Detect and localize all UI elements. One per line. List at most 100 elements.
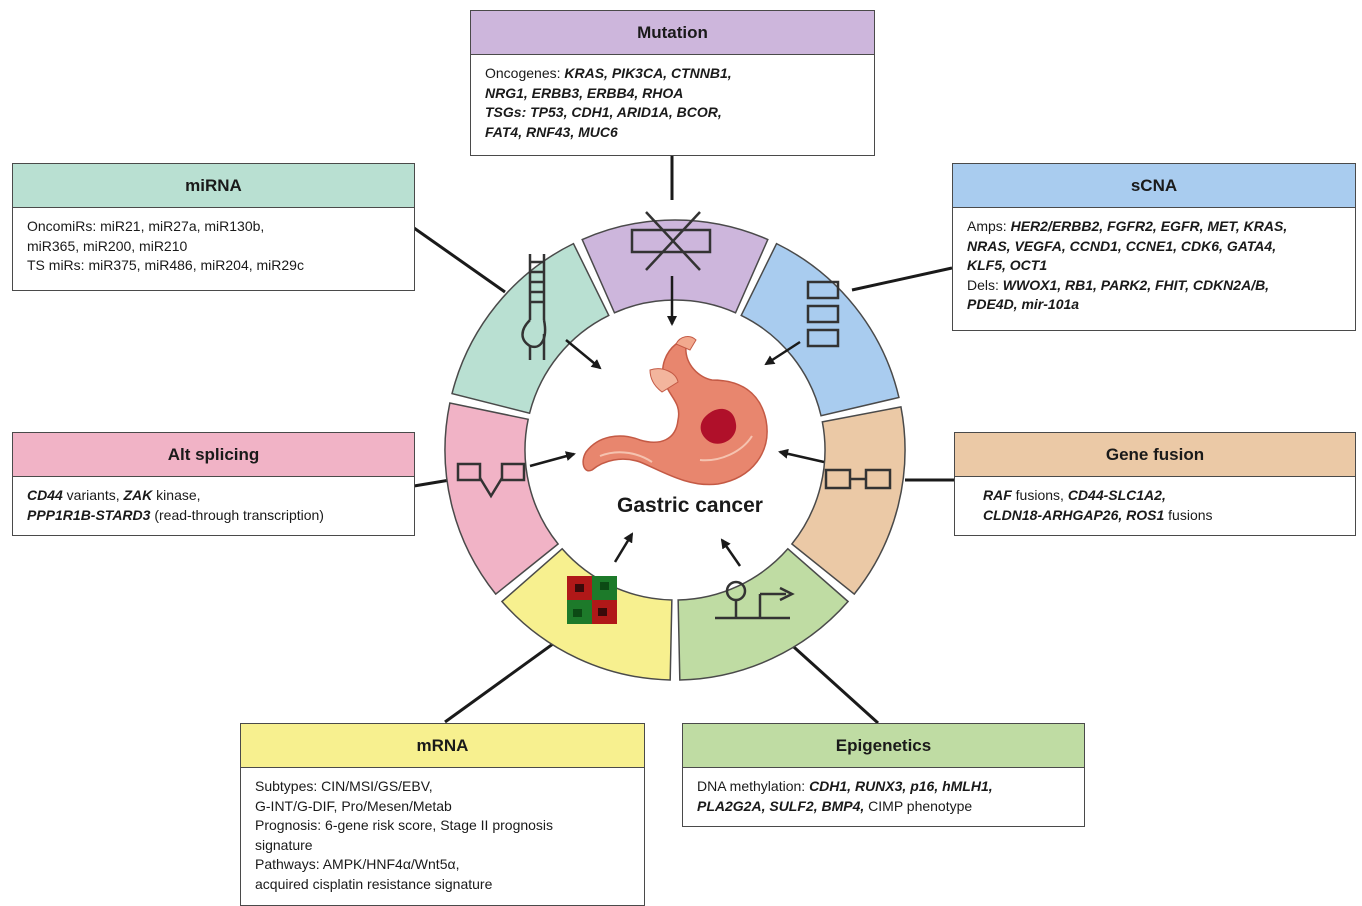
text-segment: (read-through transcription) xyxy=(150,506,324,523)
text-line: signature xyxy=(255,836,630,856)
text-segment: RAF xyxy=(983,487,1012,503)
text-segment: kinase, xyxy=(152,487,201,503)
text-line: NRG1, ERBB3, ERBB4, RHOA xyxy=(485,84,860,104)
text-line: PPP1R1B-STARD3 (read-through transcripti… xyxy=(27,506,400,526)
text-segment: TS miRs: miR375, miR486, miR204, miR29c xyxy=(27,257,304,273)
text-segment: CD44 xyxy=(27,487,63,503)
arrow-epigenetics xyxy=(720,538,742,567)
text-segment: PPP1R1B-STARD3 xyxy=(27,506,151,523)
text-line: acquired cisplatin resistance signature xyxy=(255,875,630,895)
mirna-box: miRNA OncomiRs: miR21, miR27a, miR130b, m… xyxy=(12,163,415,291)
text-segment: fusions xyxy=(1164,506,1213,523)
text-line: Pathways: AMPK/HNF4α/Wnt5α, xyxy=(255,855,630,875)
arrow-gene-fusion xyxy=(778,448,825,464)
text-segment: KLF5, OCT1 xyxy=(967,257,1048,273)
ring-segment-mutation xyxy=(581,219,769,314)
text-segment: Dels: xyxy=(967,276,1003,293)
text-line: DNA methylation: CDH1, RUNX3, p16, hMLH1… xyxy=(697,777,1070,797)
mirna-box-body: OncomiRs: miR21, miR27a, miR130b, miR365,… xyxy=(13,208,414,284)
text-line: Subtypes: CIN/MSI/GS/EBV, xyxy=(255,777,630,797)
arrow-alt-splicing xyxy=(529,451,576,468)
text-segment: fusions, xyxy=(1011,487,1068,503)
text-segment: CD44-SLC1A2, xyxy=(1067,487,1166,503)
text-segment: KRAS, PIK3CA, CTNNB1, xyxy=(564,65,732,81)
mrna-box: mRNA Subtypes: CIN/MSI/GS/EBV, G-INT/G-DI… xyxy=(240,723,645,906)
epigenetics-box-body: DNA methylation: CDH1, RUNX3, p16, hMLH1… xyxy=(683,768,1084,824)
text-line: G-INT/G-DIF, Pro/Mesen/Metab xyxy=(255,797,630,817)
ring-segment-mirna xyxy=(451,242,610,415)
text-segment: G-INT/G-DIF, Pro/Mesen/Metab xyxy=(255,797,452,814)
text-segment: TSGs: TP53, CDH1, ARID1A, BCOR, xyxy=(485,104,722,120)
text-line: KLF5, OCT1 xyxy=(967,256,1341,276)
text-line: Prognosis: 6-gene risk score, Stage II p… xyxy=(255,816,630,836)
text-line: TS miRs: miR375, miR486, miR204, miR29c xyxy=(27,256,400,276)
text-line: FAT4, RNF43, MUC6 xyxy=(485,123,860,143)
text-segment: Amps: xyxy=(967,218,1011,234)
text-line: Amps: HER2/ERBB2, FGFR2, EGFR, MET, KRAS… xyxy=(967,217,1341,237)
stomach-illustration xyxy=(582,336,768,486)
epigenetics-box-title: Epigenetics xyxy=(683,724,1084,768)
text-segment: Pathways: AMPK/HNF4α/Wnt5α, xyxy=(255,856,460,872)
text-line: Oncogenes: KRAS, PIK3CA, CTNNB1, xyxy=(485,64,860,84)
mrna-box-title: mRNA xyxy=(241,724,644,768)
expression-heatmap-icon xyxy=(567,576,617,624)
text-line: NRAS, VEGFA, CCND1, CCNE1, CDK6, GATA4, xyxy=(967,237,1341,257)
text-segment: NRAS, VEGFA, CCND1, CCNE1, CDK6, GATA4, xyxy=(967,237,1277,254)
mutation-icon xyxy=(630,211,712,271)
text-line: CD44 variants, ZAK kinase, xyxy=(27,486,400,506)
alt-splicing-box: Alt splicing CD44 variants, ZAK kinase,P… xyxy=(12,432,415,536)
text-segment: CDH1, RUNX3, p16, hMLH1, xyxy=(809,778,993,794)
gene-fusion-box-body: RAF fusions, CD44-SLC1A2,CLDN18-ARHGAP26… xyxy=(955,477,1355,533)
text-segment: Prognosis: 6-gene risk score, Stage II p… xyxy=(255,817,554,833)
text-line: miR365, miR200, miR210 xyxy=(27,237,400,257)
text-segment: OncomiRs: miR21, miR27a, miR130b, xyxy=(27,218,265,234)
arrow-mrna xyxy=(613,532,634,563)
connector-scna xyxy=(851,266,953,292)
text-segment: NRG1, ERBB3, ERBB4, RHOA xyxy=(485,84,684,101)
scna-box-title: sCNA xyxy=(953,164,1355,208)
ring-segment-epigenetics xyxy=(677,547,850,681)
arrows xyxy=(529,276,825,567)
mrna-box-body: Subtypes: CIN/MSI/GS/EBV, G-INT/G-DIF, Pr… xyxy=(241,768,644,902)
arrow-scna xyxy=(764,340,801,366)
text-segment: PDE4D, mir-101a xyxy=(967,296,1080,312)
text-segment: acquired cisplatin resistance signature xyxy=(255,875,493,892)
text-segment: PLA2G2A, SULF2, BMP4, xyxy=(697,797,865,814)
text-segment: HER2/ERBB2, FGFR2, EGFR, MET, KRAS, xyxy=(1010,218,1288,234)
mutation-box-title: Mutation xyxy=(471,11,874,55)
text-segment: FAT4, RNF43, MUC6 xyxy=(485,123,618,140)
epigenetics-box: Epigenetics DNA methylation: CDH1, RUNX3… xyxy=(682,723,1085,827)
text-segment: miR365, miR200, miR210 xyxy=(27,237,188,254)
gene-fusion-icon xyxy=(824,468,892,490)
alt-splicing-box-title: Alt splicing xyxy=(13,433,414,477)
text-segment: WWOX1, RB1, PARK2, FHIT, CDKN2A/B, xyxy=(1002,276,1270,293)
mirna-hairpin-icon xyxy=(521,254,547,360)
scna-box: sCNA Amps: HER2/ERBB2, FGFR2, EGFR, MET,… xyxy=(952,163,1356,331)
text-segment: variants, xyxy=(62,487,124,503)
splicing-icon xyxy=(456,462,526,499)
text-segment: Subtypes: CIN/MSI/GS/EBV, xyxy=(255,778,433,794)
gene-fusion-box-title: Gene fusion xyxy=(955,433,1355,477)
mutation-box-body: Oncogenes: KRAS, PIK3CA, CTNNB1,NRG1, ER… xyxy=(471,55,874,150)
text-line: PLA2G2A, SULF2, BMP4, CIMP phenotype xyxy=(697,797,1070,817)
text-segment: CIMP phenotype xyxy=(864,797,973,814)
scna-icon xyxy=(806,280,840,348)
text-line: TSGs: TP53, CDH1, ARID1A, BCOR, xyxy=(485,103,860,123)
center-label: Gastric cancer xyxy=(617,494,763,517)
mirna-box-title: miRNA xyxy=(13,164,414,208)
text-segment: CLDN18-ARHGAP26, ROS1 xyxy=(983,506,1165,523)
scna-box-body: Amps: HER2/ERBB2, FGFR2, EGFR, MET, KRAS… xyxy=(953,208,1355,323)
text-segment: DNA methylation: xyxy=(697,778,810,794)
text-line: RAF fusions, CD44-SLC1A2, xyxy=(983,486,1341,506)
mutation-box: Mutation Oncogenes: KRAS, PIK3CA, CTNNB1… xyxy=(470,10,875,156)
text-segment: ZAK xyxy=(123,487,153,503)
text-line: CLDN18-ARHGAP26, ROS1 fusions xyxy=(983,506,1341,526)
text-line: PDE4D, mir-101a xyxy=(967,295,1341,315)
ring-segment-alt-splicing xyxy=(444,402,560,596)
ring-segment-gene-fusion xyxy=(790,406,906,596)
connector-mirna xyxy=(413,226,506,294)
alt-splicing-box-body: CD44 variants, ZAK kinase,PPP1R1B-STARD3… xyxy=(13,477,414,533)
text-segment: signature xyxy=(255,836,313,853)
text-line: Dels: WWOX1, RB1, PARK2, FHIT, CDKN2A/B, xyxy=(967,276,1341,296)
text-line: OncomiRs: miR21, miR27a, miR130b, xyxy=(27,217,400,237)
